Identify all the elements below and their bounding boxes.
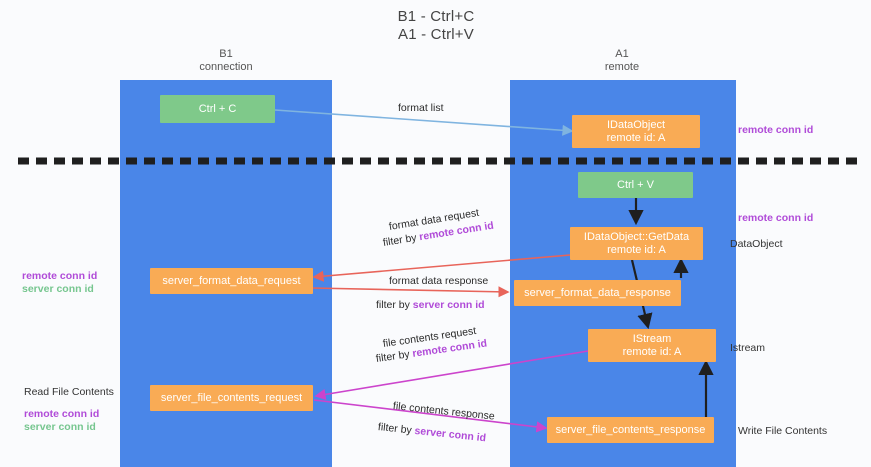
node-server-file-contents-response-label: server_file_contents_response (555, 423, 706, 436)
right-label-dataobject: DataObject (730, 238, 783, 250)
node-getdata-label: IDataObject::GetData (583, 230, 690, 243)
edge-label-format-list: format list (398, 102, 444, 114)
node-istream[interactable]: IStream remote id: A (588, 329, 716, 362)
column-header-a1-role: remote (604, 61, 640, 73)
node-server-file-contents-request[interactable]: server_file_contents_request (150, 385, 313, 411)
filter-prefix: filter by (376, 299, 413, 311)
node-idataobject-label: IDataObject (606, 118, 666, 131)
node-ctrl-v-label: Ctrl + V (617, 178, 654, 191)
edge-label-file-contents-response-filter: filter by server conn id (377, 420, 486, 445)
node-server-file-contents-response[interactable]: server_file_contents_response (547, 417, 714, 443)
left-label-remote-conn-id: remote conn id (22, 270, 98, 282)
left-label-remote-conn-id-2: remote conn id (24, 408, 100, 420)
node-ctrl-c[interactable]: Ctrl + C (160, 95, 275, 123)
page-title-line2: A1 - Ctrl+V (398, 26, 474, 43)
node-server-format-data-response[interactable]: server_format_data_response (514, 280, 681, 306)
edge-label-file-contents-response-main: file contents response (392, 400, 496, 423)
node-server-format-data-request-label: server_format_data_request (162, 274, 301, 287)
node-ctrl-c-label: Ctrl + C (198, 102, 237, 115)
node-getdata-sublabel: remote id: A (607, 243, 666, 256)
keyword-server-conn-id: server conn id (413, 424, 487, 445)
column-header-b1-role: connection (199, 61, 253, 73)
edge-label-format-data-response-filter: filter by server conn id (376, 298, 485, 312)
node-istream-sublabel: remote id: A (622, 345, 682, 358)
node-server-format-data-response-label: server_format_data_response (524, 286, 671, 299)
right-label-remote-conn-id-mid: remote conn id (738, 212, 814, 224)
left-label-server-conn-id-2: server conn id (24, 421, 96, 433)
node-server-format-data-request[interactable]: server_format_data_request (150, 268, 313, 294)
filter-prefix: filter by (375, 347, 414, 365)
column-header-b1: B1 connection (166, 48, 286, 74)
node-idataobject[interactable]: IDataObject remote id: A (572, 115, 700, 148)
page-title-line1: B1 - Ctrl+C (397, 8, 475, 25)
column-header-a1: A1 remote (562, 48, 682, 74)
right-label-istream: Istream (730, 342, 766, 354)
filter-prefix: filter by (382, 231, 421, 249)
node-idataobject-sublabel: remote id: A (606, 131, 666, 144)
node-istream-label: IStream (632, 332, 672, 345)
node-getdata[interactable]: IDataObject::GetData remote id: A (570, 227, 703, 260)
filter-prefix: filter by (377, 421, 416, 437)
keyword-server-conn-id: server conn id (412, 299, 485, 311)
right-label-write-file-contents: Write File Contents (738, 425, 828, 437)
node-server-file-contents-request-label: server_file_contents_request (160, 391, 303, 404)
node-ctrl-v[interactable]: Ctrl + V (578, 172, 693, 198)
column-header-a1-name: A1 (615, 48, 629, 60)
edge-label-format-data-response-main: format data response (389, 275, 489, 287)
left-label-read-file-contents: Read File Contents (24, 386, 114, 398)
left-label-server-conn-id: server conn id (22, 283, 94, 295)
column-header-b1-name: B1 (219, 48, 233, 60)
right-label-remote-conn-id-top: remote conn id (738, 124, 814, 136)
